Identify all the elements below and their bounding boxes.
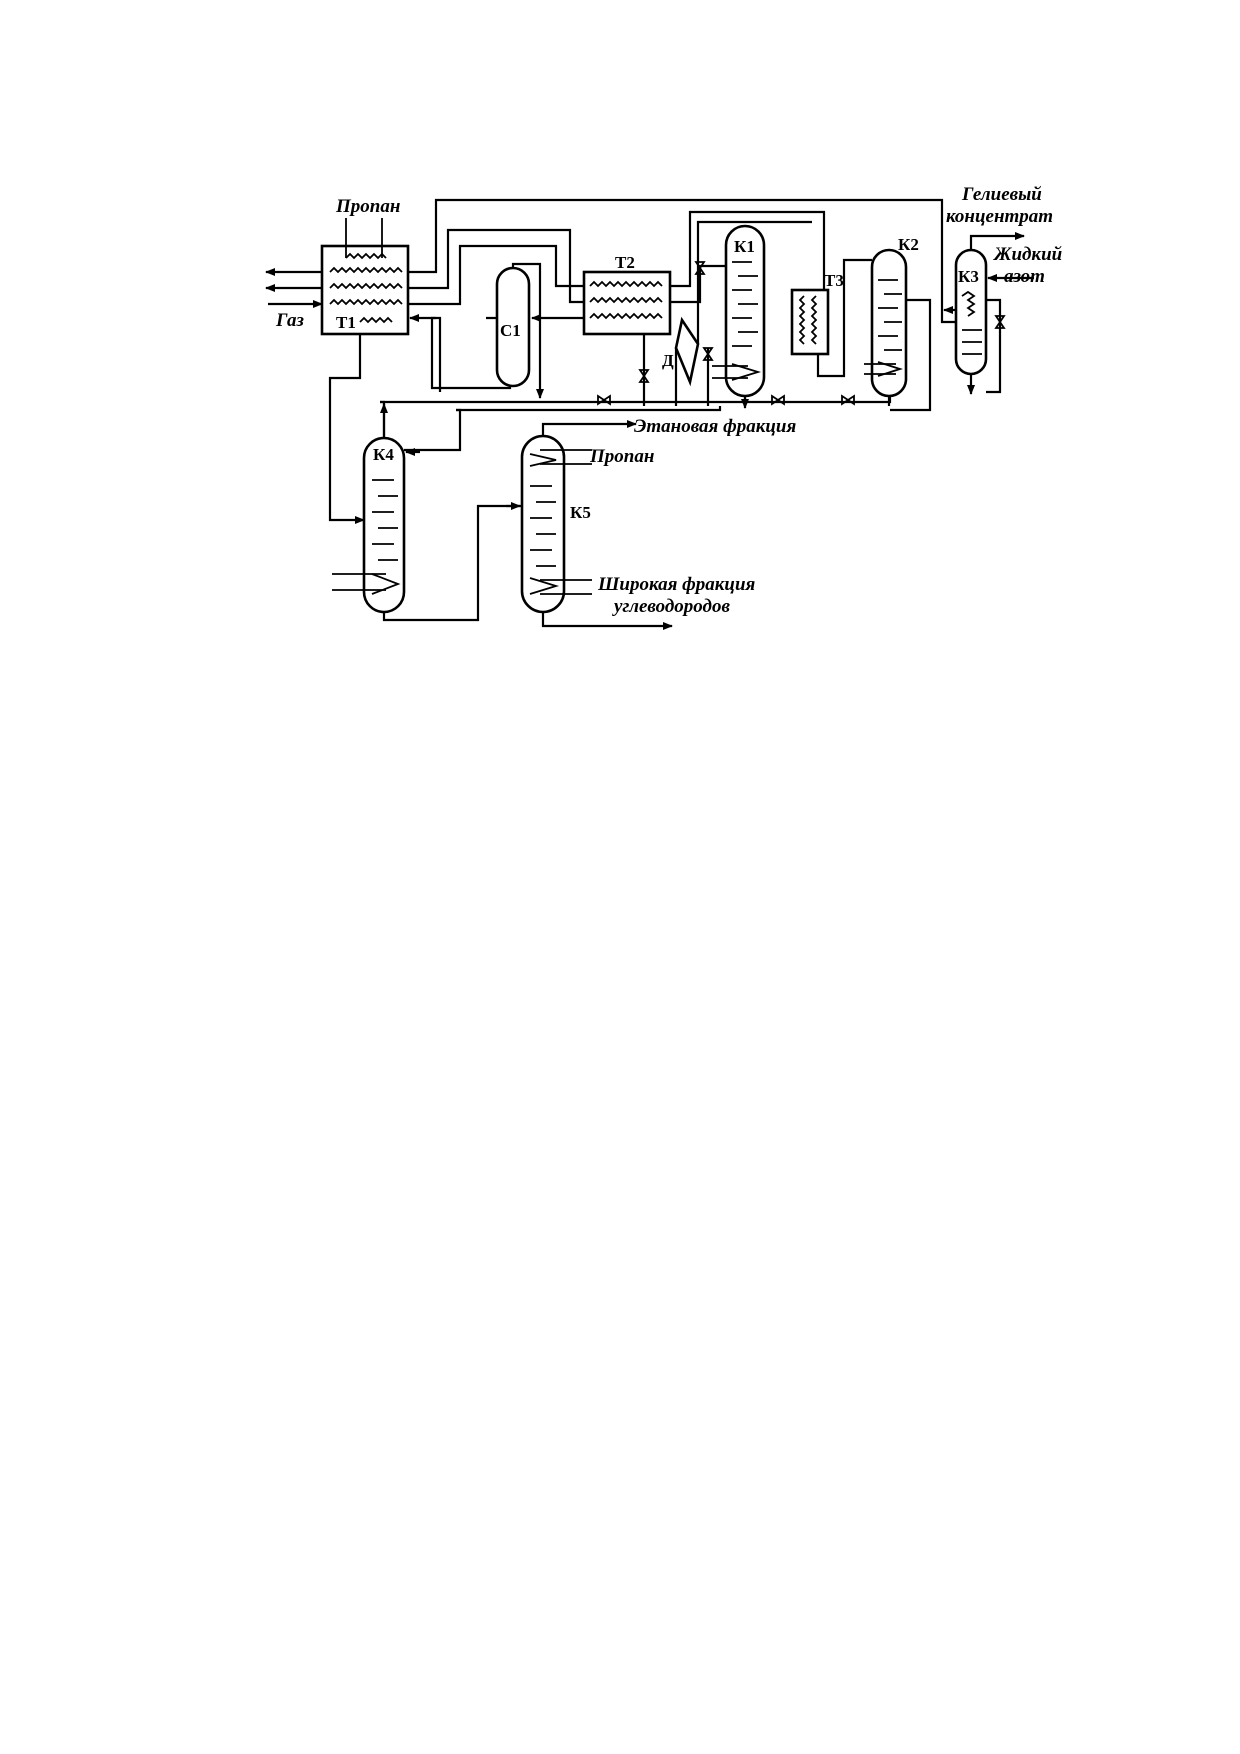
label-etan: Этановая фракция [634,416,796,437]
label-k4: К4 [373,445,394,464]
piping [328,198,1034,630]
valve-symbols [597,261,1006,406]
label-k2: К2 [898,235,919,254]
column-k1 [712,224,766,398]
column-k5 [520,434,592,614]
label-k1: К1 [734,237,755,256]
heat-exchanger-t1 [320,218,410,336]
heat-exchanger-t2 [582,270,672,336]
expander-d [674,316,700,387]
label-heliy-2: концентрат [946,206,1053,227]
heat-exchanger-t3 [790,288,830,356]
label-t3: Т3 [824,271,844,290]
label-k5: К5 [570,503,591,522]
label-heliy-1: Гелиевый [961,184,1042,205]
label-propan-top: Пропан [335,196,400,217]
column-k3 [954,248,988,376]
label-c1: С1 [500,321,521,340]
column-k4 [332,436,406,614]
label-k3: К3 [958,267,979,286]
label-azot-2: азот [1004,266,1045,287]
label-azot-1: Жидкий [992,244,1062,265]
label-d: Д [662,351,674,370]
label-t2: Т2 [615,253,635,272]
label-gaz: Газ [275,310,305,331]
label-shirokaya-2: углеводородов [612,596,730,617]
column-k2 [864,248,908,398]
label-shirokaya-1: Широкая фракция [597,574,756,595]
label-t1: Т1 [336,313,356,332]
label-propan-k5: Пропан [589,446,654,467]
